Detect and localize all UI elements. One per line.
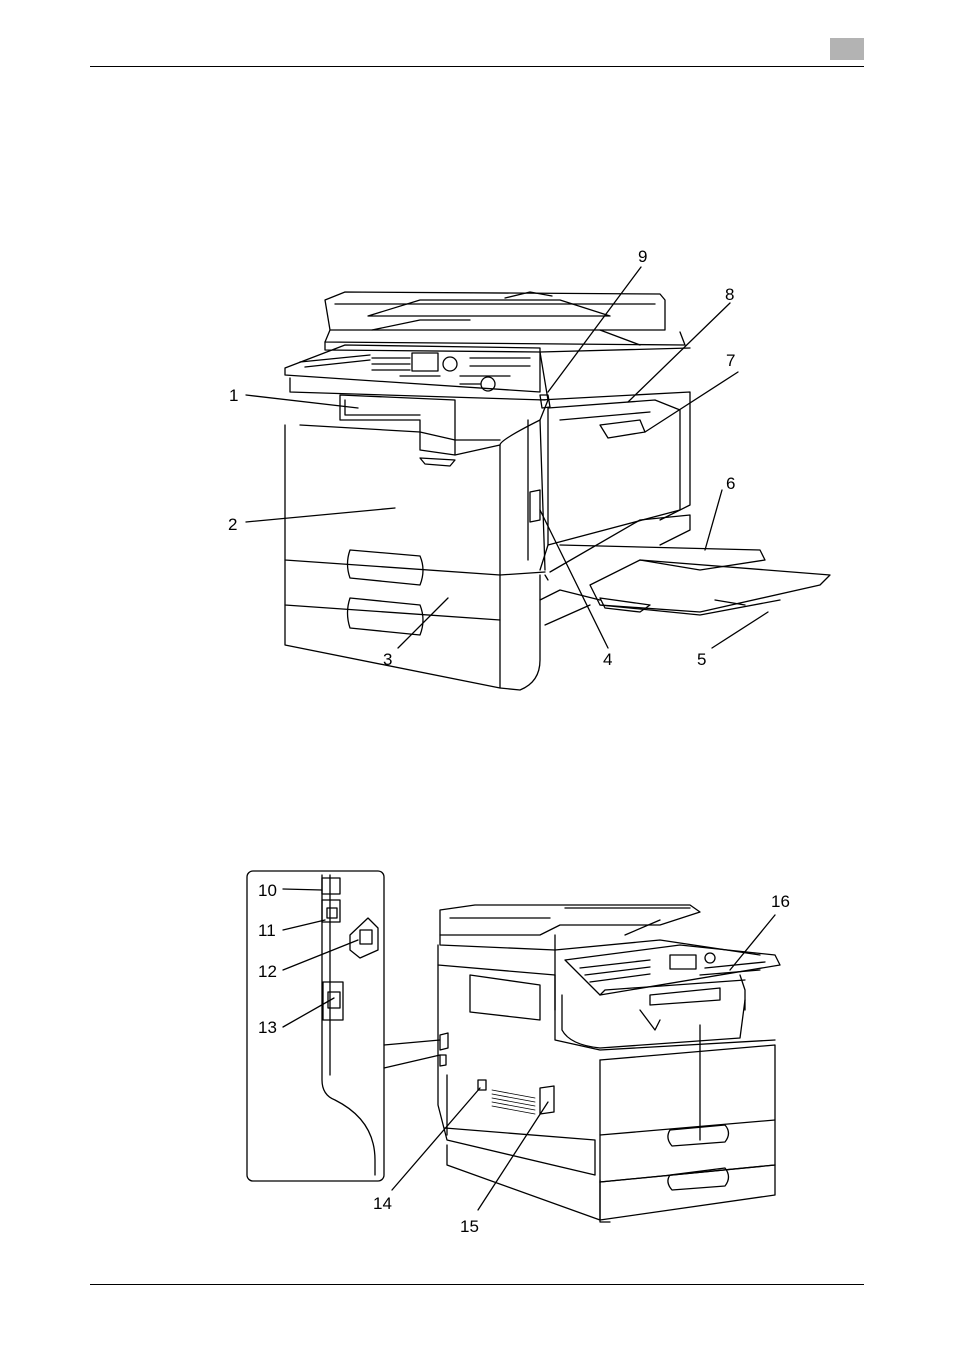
callout-label: 1 <box>229 386 238 405</box>
callout-label: 11 <box>258 921 276 940</box>
callout-label: 10 <box>258 881 277 900</box>
callout-label: 14 <box>373 1194 392 1213</box>
callout-label: 6 <box>726 474 735 493</box>
rear-machine-illustration <box>438 905 780 1222</box>
callout-label: 15 <box>460 1217 479 1236</box>
callout-label: 4 <box>603 650 612 669</box>
callout-label: 7 <box>726 351 735 370</box>
callout-label: 5 <box>697 650 706 669</box>
rear-leader-lines <box>283 889 775 1210</box>
front-machine-illustration <box>285 292 830 690</box>
callout-label: 13 <box>258 1018 277 1037</box>
callout-label: 12 <box>258 962 277 981</box>
callout-label: 8 <box>725 285 734 304</box>
callout-label: 2 <box>228 515 237 534</box>
callout-label: 9 <box>638 247 647 266</box>
footer-rule <box>90 1284 864 1285</box>
callout-label: 16 <box>771 892 790 911</box>
callout-label: 3 <box>383 650 392 669</box>
